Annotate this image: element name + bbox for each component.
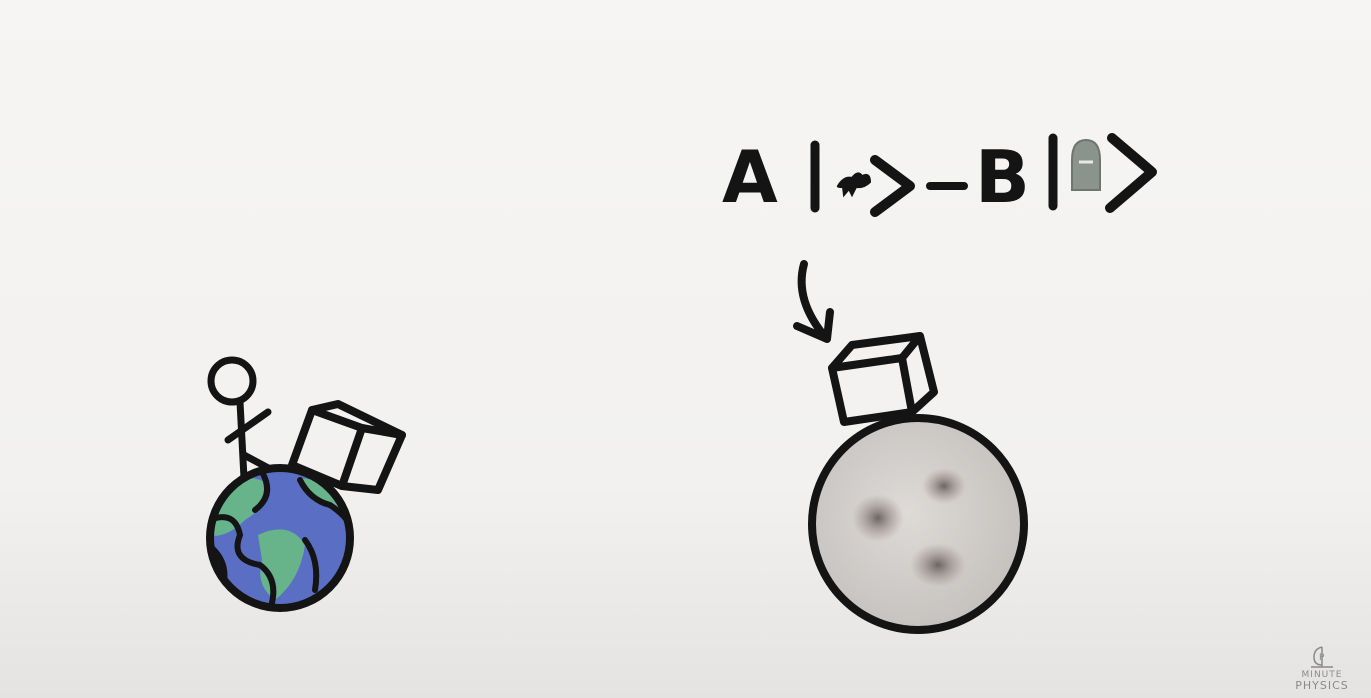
moon-icon xyxy=(808,414,1028,634)
logo-line-2: PHYSICS xyxy=(1295,679,1349,692)
earth-icon xyxy=(206,464,354,612)
tombstone-icon xyxy=(1071,138,1101,191)
curved-arrow-icon xyxy=(793,260,834,343)
ket-close-b xyxy=(1105,133,1157,213)
coefficient-a: A xyxy=(722,135,778,219)
stick-figure-icon xyxy=(207,356,276,482)
ket-close-a xyxy=(870,155,915,217)
alive-cat-icon xyxy=(836,172,872,198)
svg-text:P: P xyxy=(1319,653,1325,663)
minute-physics-logo-icon: P xyxy=(1310,646,1333,668)
quantum-state-equation: A B xyxy=(722,133,1157,219)
minute-physics-logo: P MINUTE PHYSICS xyxy=(1287,645,1357,692)
logo-line-1: MINUTE xyxy=(1301,670,1343,680)
coefficient-b: B xyxy=(975,135,1030,219)
box-moon-icon xyxy=(828,332,938,426)
box-earth-icon xyxy=(288,400,406,494)
